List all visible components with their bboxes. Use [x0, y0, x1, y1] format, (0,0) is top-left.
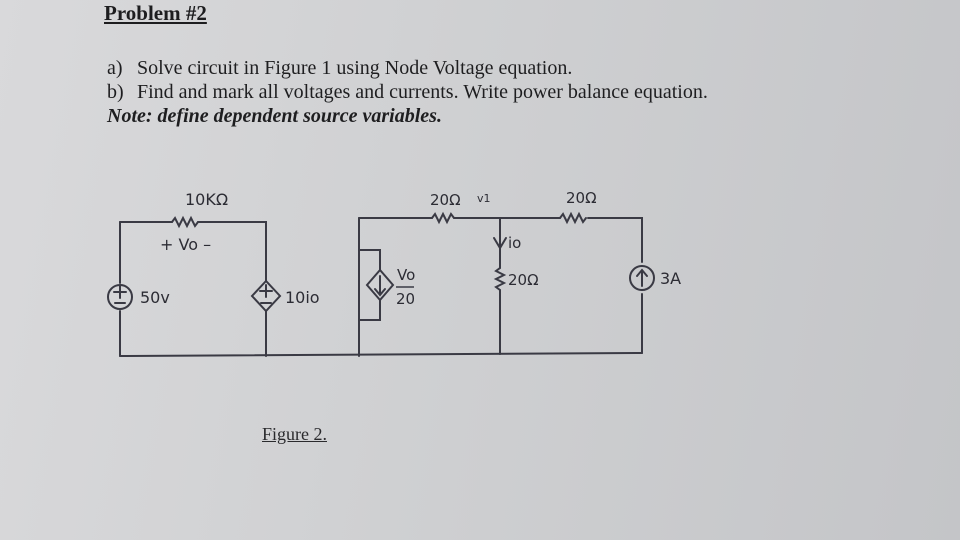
wire-left-top-right: [197, 221, 267, 282]
figure-caption: Figure 2.: [262, 424, 327, 444]
label-r1: 10KΩ: [185, 190, 228, 209]
label-3a: 3A: [660, 269, 681, 288]
item-b-text: Find and mark all voltages and currents.…: [137, 81, 708, 103]
label-50v: 50v: [140, 288, 170, 307]
resistor-10k-zigzag: [171, 215, 199, 229]
item-a-mark: a): [107, 57, 123, 79]
wire-dep-i-link-top: [358, 249, 381, 271]
problem-note: Note: define dependent source variables.: [107, 105, 442, 127]
resistor-20-top-zigzag: [431, 211, 455, 225]
resistor-20-right-zigzag: [559, 211, 587, 225]
io-arrow-icon: [493, 237, 507, 250]
label-node-v1: v1: [477, 192, 491, 205]
resistor-20-vertical-zigzag: [493, 267, 507, 291]
label-r3: 20Ω: [566, 189, 597, 207]
problem-title: Problem #2: [104, 1, 207, 25]
label-vo-polarity: + Vo –: [160, 235, 211, 254]
label-r4: 20Ω: [508, 271, 539, 289]
label-dep-v: 10io: [285, 288, 320, 307]
wire-right-top: [587, 217, 643, 263]
item-a-text: Solve circuit in Figure 1 using Node Vol…: [137, 57, 573, 79]
dep-voltage-source-icon: [250, 279, 282, 313]
label-dep-i-num: Vo: [397, 266, 415, 284]
wire-bottom-rail: [119, 352, 643, 357]
arrow-down-dep-i-icon: [374, 275, 386, 297]
item-a: a) Solve circuit in Figure 1 using Node V…: [107, 57, 572, 80]
label-dep-i-den: 20: [396, 290, 415, 308]
current-source-3a-icon: [629, 265, 655, 291]
plus-sign-50v: [113, 285, 127, 299]
item-b: b) Find and mark all voltages and current…: [107, 81, 708, 104]
item-b-mark: b): [107, 81, 124, 103]
wire-dep-i-link-bottom: [358, 299, 381, 321]
arrow-up-3a-icon: [636, 268, 648, 287]
label-io: io: [508, 234, 521, 252]
label-r2: 20Ω: [430, 191, 461, 209]
plus-sign-dep-v: [259, 284, 273, 298]
